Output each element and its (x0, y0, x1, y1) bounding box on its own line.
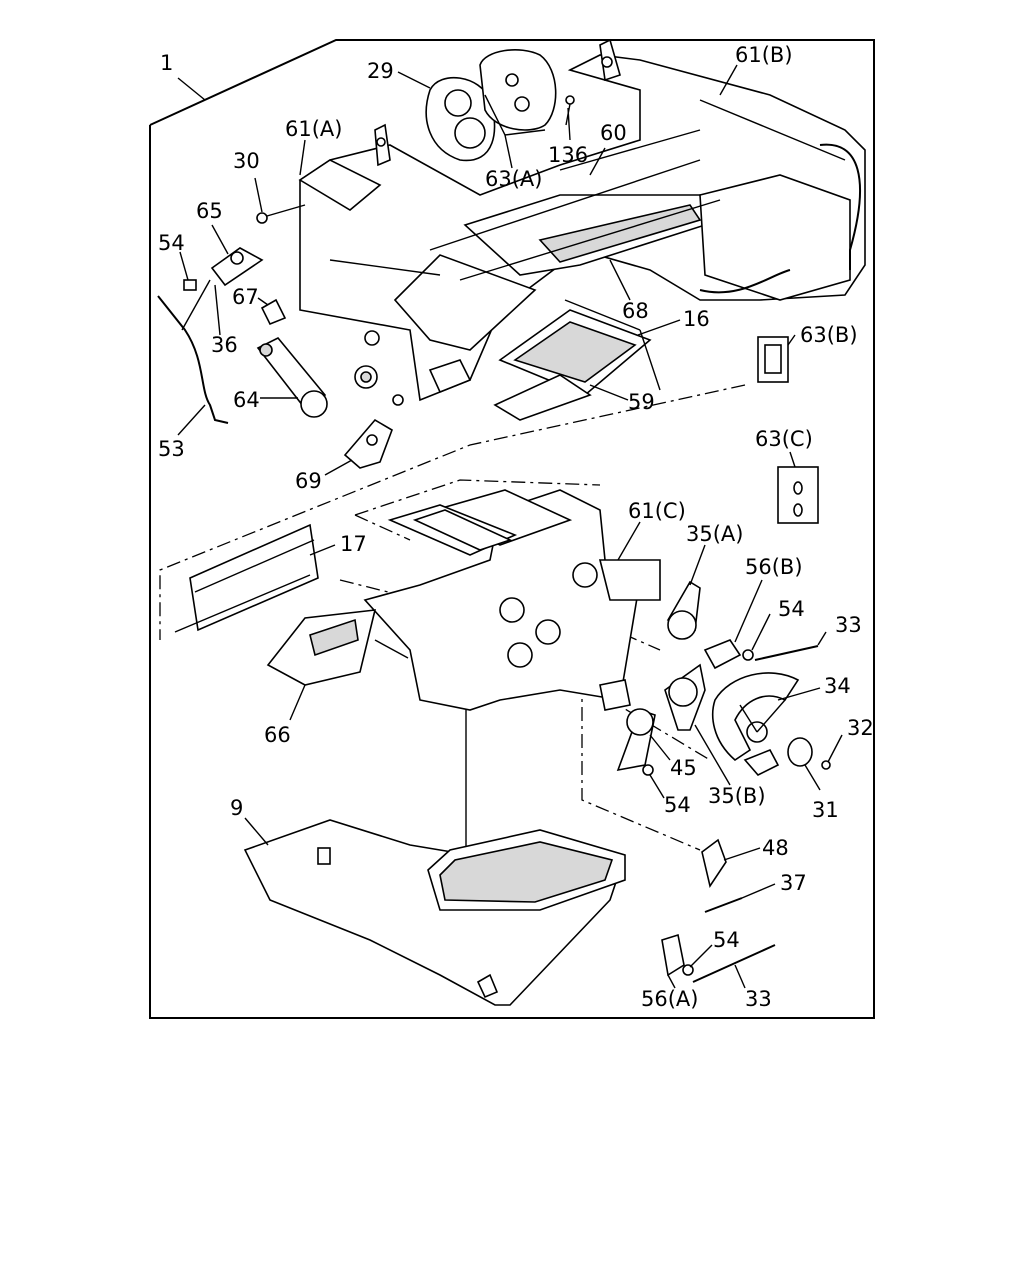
knob-31 (787, 737, 813, 767)
lever-45 (616, 708, 656, 772)
packing-63b (757, 336, 789, 383)
callout-64: 64 (233, 388, 260, 412)
screw-32 (821, 760, 831, 770)
callout-68: 68 (622, 299, 649, 323)
callout-56b: 56(B) (745, 555, 803, 579)
assembly-label: 1 (160, 51, 173, 75)
callout-66: 66 (264, 723, 291, 747)
callout-33-lower: 33 (745, 987, 772, 1011)
callout-9: 9 (230, 796, 243, 820)
rod-33-lower (692, 944, 776, 983)
callout-29: 29 (367, 59, 394, 83)
lever-35a (666, 580, 701, 640)
callout-61b: 61(B) (735, 43, 793, 67)
lever-35b (664, 663, 706, 731)
callout-53: 53 (158, 437, 185, 461)
callout-63a: 63(A) (485, 167, 542, 191)
rod-37 (704, 897, 743, 913)
callout-30: 30 (233, 149, 260, 173)
link-64 (256, 336, 378, 418)
callout-69: 69 (295, 469, 322, 493)
clip-67 (260, 298, 287, 326)
callout-61c: 61(C) (628, 499, 686, 523)
callout-36: 36 (211, 333, 238, 357)
callout-17: 17 (340, 532, 367, 556)
callout-33-upper: 33 (835, 613, 862, 637)
callout-54-mid: 54 (664, 793, 691, 817)
bracket-56b (703, 639, 754, 670)
mode-door (493, 374, 592, 421)
cam-34 (712, 672, 800, 776)
callout-59: 59 (628, 390, 655, 414)
packing-63c (777, 466, 819, 524)
callout-35b: 35(B) (708, 784, 766, 808)
callout-60: 60 (600, 121, 627, 145)
duct-9 (243, 819, 626, 1006)
bracket-48 (701, 838, 727, 888)
seal-29 (425, 76, 496, 162)
heater-core (498, 299, 661, 396)
callout-54-right: 54 (778, 597, 805, 621)
callout-31: 31 (812, 798, 839, 822)
callout-32: 32 (847, 716, 874, 740)
assembly-frame (149, 39, 875, 1019)
rod-53 (157, 295, 229, 424)
callout-16: 16 (683, 307, 710, 331)
callout-56a: 56(A) (641, 987, 698, 1011)
callout-34: 34 (824, 674, 851, 698)
screw-136 (565, 95, 575, 126)
callout-61a: 61(A) (285, 117, 342, 141)
filter-17 (174, 523, 319, 633)
clip-54-upper (183, 279, 197, 291)
rod-33-upper (754, 645, 819, 661)
callout-48: 48 (762, 836, 789, 860)
callout-67: 67 (232, 285, 259, 309)
callout-54-bottom: 54 (713, 928, 740, 952)
leader-lines (177, 64, 843, 989)
vent-66 (266, 609, 409, 686)
upper-heater-housing (298, 38, 866, 406)
callout-37: 37 (780, 871, 807, 895)
callout-45: 45 (670, 756, 697, 780)
lower-heater-housing (363, 489, 661, 711)
callout-54-top: 54 (158, 231, 185, 255)
screw-30 (256, 204, 306, 224)
callout-63c: 63(C) (755, 427, 813, 451)
callout-63b: 63(B) (800, 323, 858, 347)
bracket-56a (661, 933, 694, 977)
callout-35a: 35(A) (686, 522, 743, 546)
actuator-69 (343, 418, 393, 469)
callout-65: 65 (196, 199, 223, 223)
lever-65 (181, 247, 264, 331)
callout-136: 136 (548, 143, 588, 167)
clip-54-middle (642, 764, 654, 776)
